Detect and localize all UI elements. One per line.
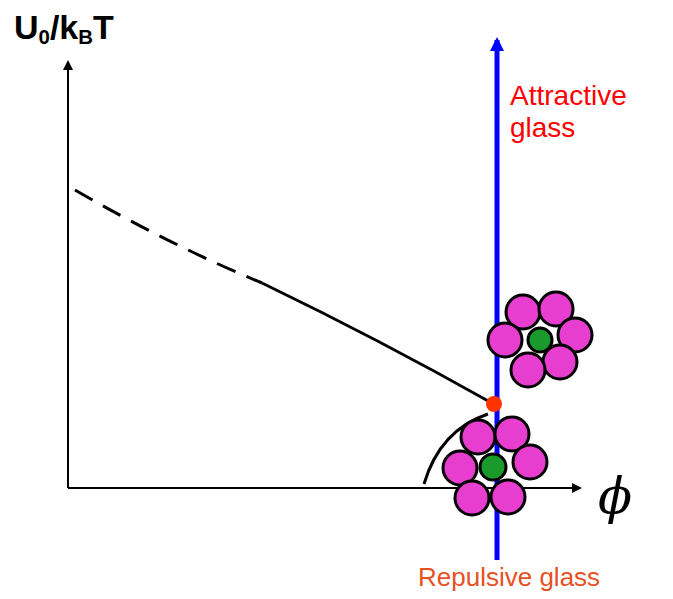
dashed-glass-line	[75, 190, 262, 283]
end-point	[486, 396, 502, 412]
region-label: Repulsive glass	[418, 563, 600, 593]
repulsive-cluster	[443, 417, 547, 515]
axis-label: ϕ	[598, 468, 632, 526]
glass-line	[262, 283, 490, 402]
axis-label: U0/kBT	[14, 8, 114, 50]
region-label: Attractive glass	[510, 80, 660, 144]
y-axis	[67, 62, 69, 488]
attractive-cluster	[488, 292, 592, 387]
